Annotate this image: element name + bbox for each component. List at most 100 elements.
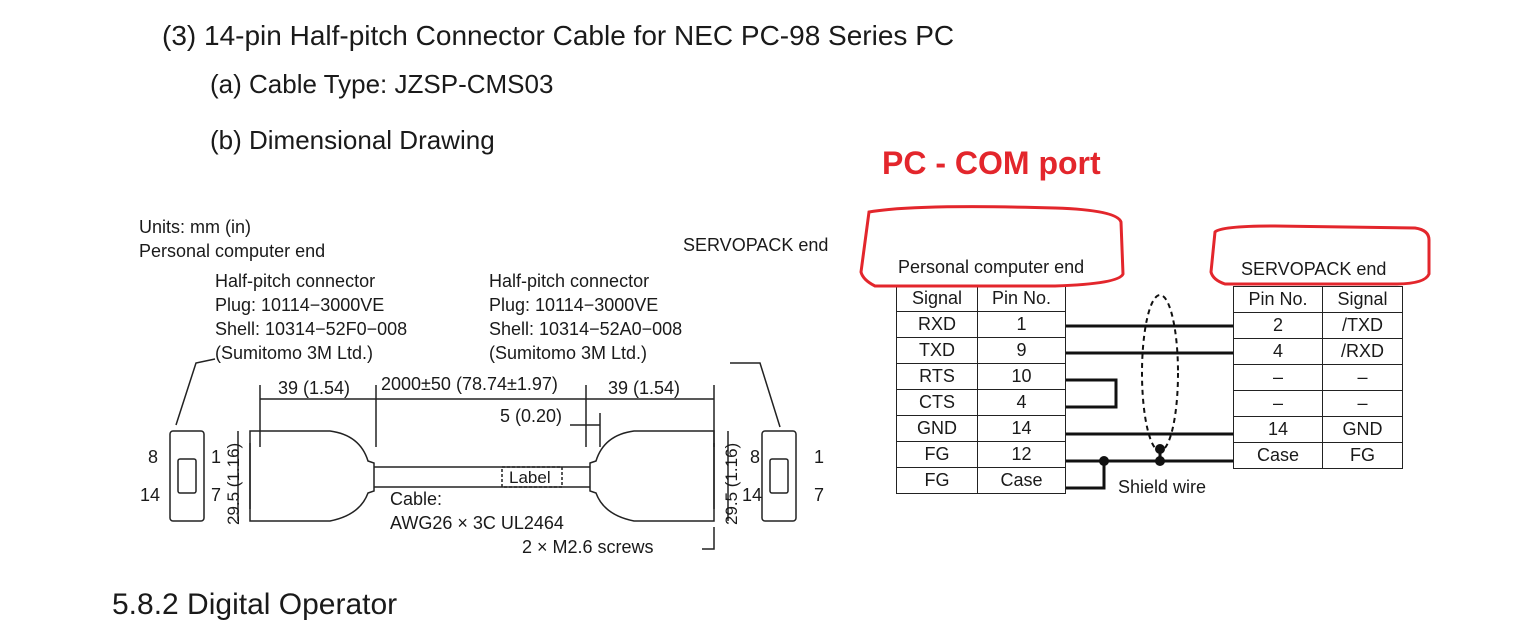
- pc-signal: RTS: [896, 363, 978, 390]
- right-connector-line: Plug: 10114−3000VE: [489, 295, 659, 315]
- sp-signal: FG: [1322, 442, 1403, 469]
- highlight-servopack-end: [1209, 224, 1431, 286]
- pc-pin: 12: [977, 441, 1066, 468]
- shield-outline: [1141, 294, 1179, 452]
- sp-signal: –: [1322, 364, 1403, 391]
- pc-com-port-annotation: PC - COM port: [882, 145, 1101, 181]
- cable-drawing: [169, 358, 797, 550]
- right-leader-line: [730, 362, 781, 428]
- screws-label: 2 × M2.6 screws: [522, 537, 654, 557]
- sp-signal: /TXD: [1322, 312, 1403, 339]
- wire-fg-case: [1066, 461, 1106, 490]
- annotation-highlights: [859, 205, 1431, 288]
- pc-signal: GND: [896, 415, 978, 442]
- left-end-face: [169, 430, 205, 522]
- dim-gap: 5 (0.20): [500, 406, 563, 426]
- cable-spec-line: Cable:: [390, 489, 443, 509]
- pc-pin: 14: [977, 415, 1066, 442]
- sp-header-pin: Pin No.: [1233, 286, 1323, 313]
- left-connector-line: (Sumitomo 3M Ltd.): [215, 343, 374, 363]
- pin-1-left: 1: [211, 447, 222, 467]
- right-end-face: [761, 430, 797, 522]
- units-label: Units: mm (in): [139, 217, 251, 237]
- screws-leader: [702, 527, 715, 550]
- wire-rts-cts-loop: [1066, 378, 1118, 409]
- table-header-row: Signal Pin No.: [896, 285, 1066, 312]
- right-plug-body: [589, 430, 715, 522]
- pc-pin: 9: [977, 337, 1066, 364]
- wiring-pc-end-title: Personal computer end: [898, 257, 1085, 277]
- left-socket: [177, 458, 197, 494]
- pc-pin: 4: [977, 389, 1066, 416]
- table-row: 4/RXD: [1233, 338, 1403, 365]
- cable-type-heading: (a) Cable Type: JZSP-CMS03: [210, 69, 554, 99]
- pin-14-right: 14: [742, 485, 763, 505]
- pin-7-left: 7: [211, 485, 222, 505]
- sp-pin: –: [1233, 364, 1323, 391]
- pc-pin: 10: [977, 363, 1066, 390]
- section-title: (3) 14-pin Half-pitch Connector Cable fo…: [162, 20, 955, 51]
- left-plug-body: [249, 430, 375, 522]
- servopack-end-label: SERVOPACK end: [683, 235, 829, 255]
- sp-pin: 14: [1233, 416, 1323, 443]
- table-row: 2/TXD: [1233, 312, 1403, 339]
- right-connector-line: (Sumitomo 3M Ltd.): [489, 343, 648, 363]
- table-header-row: Pin No. Signal: [1233, 286, 1403, 313]
- table-row: ––: [1233, 364, 1403, 391]
- left-connector-line: Shell: 10314−52F0−008: [215, 319, 408, 339]
- pc-pin: 1: [977, 311, 1066, 338]
- pc-signal: CTS: [896, 389, 978, 416]
- right-connector-line: Shell: 10314−52A0−008: [489, 319, 683, 339]
- sp-signal: –: [1322, 390, 1403, 417]
- dim-cable: 2000±50 (78.74±1.97): [381, 374, 558, 394]
- right-socket: [769, 458, 789, 494]
- dim-left: 39 (1.54): [278, 378, 351, 398]
- sp-pin: Case: [1233, 442, 1323, 469]
- pc-signal: TXD: [896, 337, 978, 364]
- pin-8-right: 8: [750, 447, 761, 467]
- left-connector-line: Plug: 10114−3000VE: [215, 295, 385, 315]
- cable-spec-line: AWG26 × 3C UL2464: [390, 513, 564, 533]
- pin-7-right: 7: [814, 485, 825, 505]
- sp-signal: /RXD: [1322, 338, 1403, 365]
- label-tag: [501, 466, 563, 488]
- left-leader-line: [175, 358, 216, 426]
- dim-right: 39 (1.54): [608, 378, 681, 398]
- table-row: ––: [1233, 390, 1403, 417]
- left-connector-line: Half-pitch connector: [215, 271, 376, 291]
- pc-signal: FG: [896, 467, 978, 494]
- pin-1-right: 1: [814, 447, 825, 467]
- pc-header-pin: Pin No.: [977, 285, 1066, 312]
- junction-dot: [1155, 456, 1165, 466]
- dim-height-right: 29.5 (1.16): [722, 442, 741, 525]
- sp-pin: 2: [1233, 312, 1323, 339]
- pc-signal: FG: [896, 441, 978, 468]
- highlight-pc-end: [859, 205, 1125, 288]
- pc-signal: RXD: [896, 311, 978, 338]
- junction-dot: [1155, 444, 1165, 454]
- shield-wire-label: Shield wire: [1118, 477, 1207, 497]
- pc-pin: Case: [977, 467, 1066, 494]
- dimensional-drawing-heading: (b) Dimensional Drawing: [210, 125, 495, 155]
- wiring-servopack-end-title: SERVOPACK end: [1241, 259, 1387, 279]
- sp-pin: –: [1233, 390, 1323, 417]
- footer-heading: 5.8.2 Digital Operator: [112, 588, 398, 621]
- junction-dot: [1099, 456, 1109, 466]
- sp-signal: GND: [1322, 416, 1403, 443]
- wiring-lines: [1066, 294, 1233, 490]
- pc-end-label: Personal computer end: [139, 241, 326, 261]
- sp-pin: 4: [1233, 338, 1323, 365]
- right-connector-line: Half-pitch connector: [489, 271, 650, 291]
- pin-14-left: 14: [140, 485, 161, 505]
